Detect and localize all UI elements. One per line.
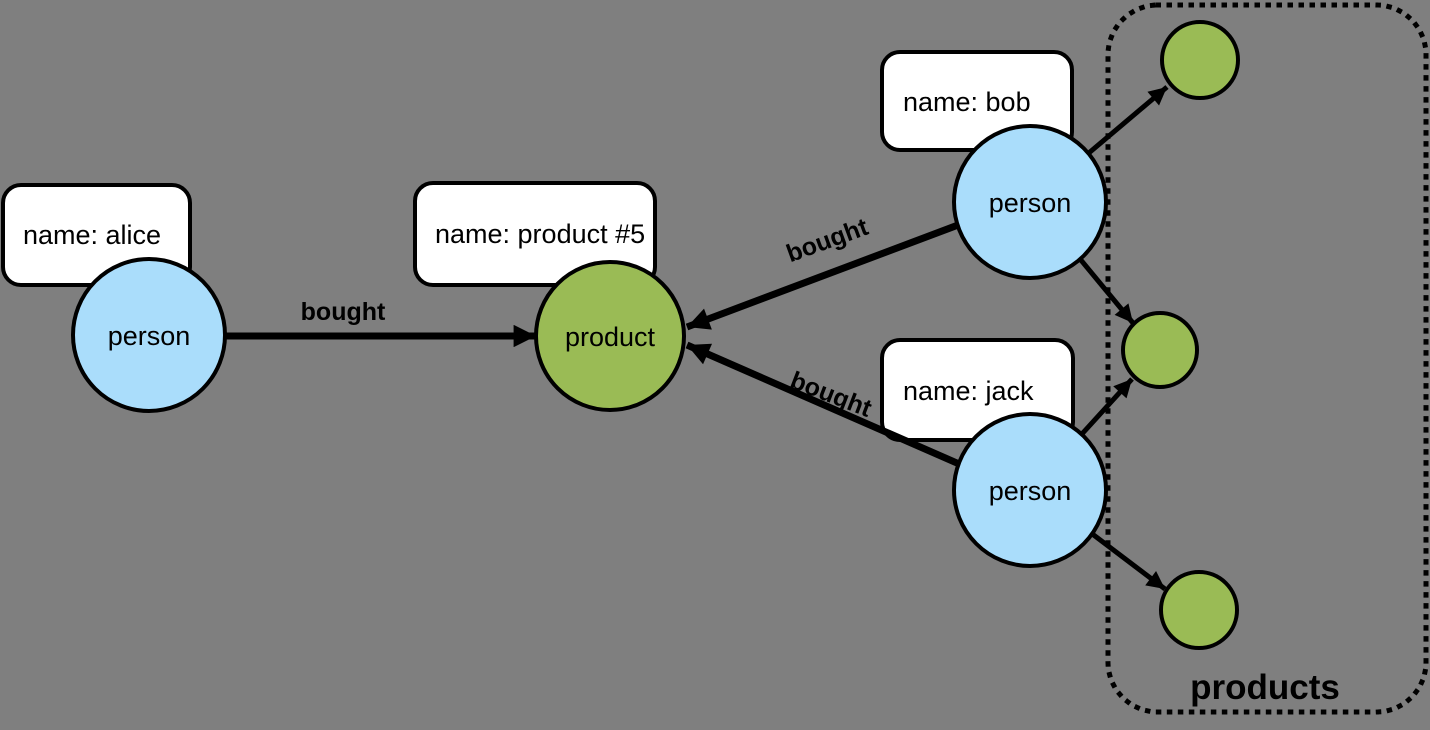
node-alice-circle	[71, 257, 227, 413]
node-bob-circle	[952, 124, 1108, 280]
node-product-top-circle	[1160, 20, 1240, 100]
node-product5-circle	[534, 260, 686, 412]
products-group-box	[1105, 2, 1429, 715]
node-jack-circle	[952, 412, 1108, 568]
node-label-alice: person	[108, 321, 191, 351]
products-group-label: products	[1190, 668, 1340, 707]
edge-jack-to-product-middle	[1079, 377, 1134, 437]
edge-bob-bought-product	[685, 221, 960, 331]
node-label-product5: product	[565, 322, 656, 352]
node-product-bottom-circle	[1159, 570, 1239, 650]
edge-bob-to-product-top	[1085, 85, 1169, 156]
edge-label-bought-alice: bought	[301, 298, 386, 326]
property-box-product5	[413, 181, 657, 287]
edge-jack-to-product-bottom	[1089, 531, 1167, 591]
property-label-jack: name: jack	[903, 376, 1034, 406]
property-label-product5: name: product #5	[435, 219, 645, 249]
node-label-jack: person	[989, 476, 1072, 506]
property-label-alice: name: alice	[23, 220, 161, 250]
edge-jack-bought-product	[685, 341, 962, 468]
node-label-bob: person	[989, 188, 1072, 218]
node-product-middle-circle	[1121, 311, 1199, 389]
edge-bob-to-product-middle	[1077, 256, 1135, 325]
property-label-bob: name: bob	[903, 87, 1031, 117]
